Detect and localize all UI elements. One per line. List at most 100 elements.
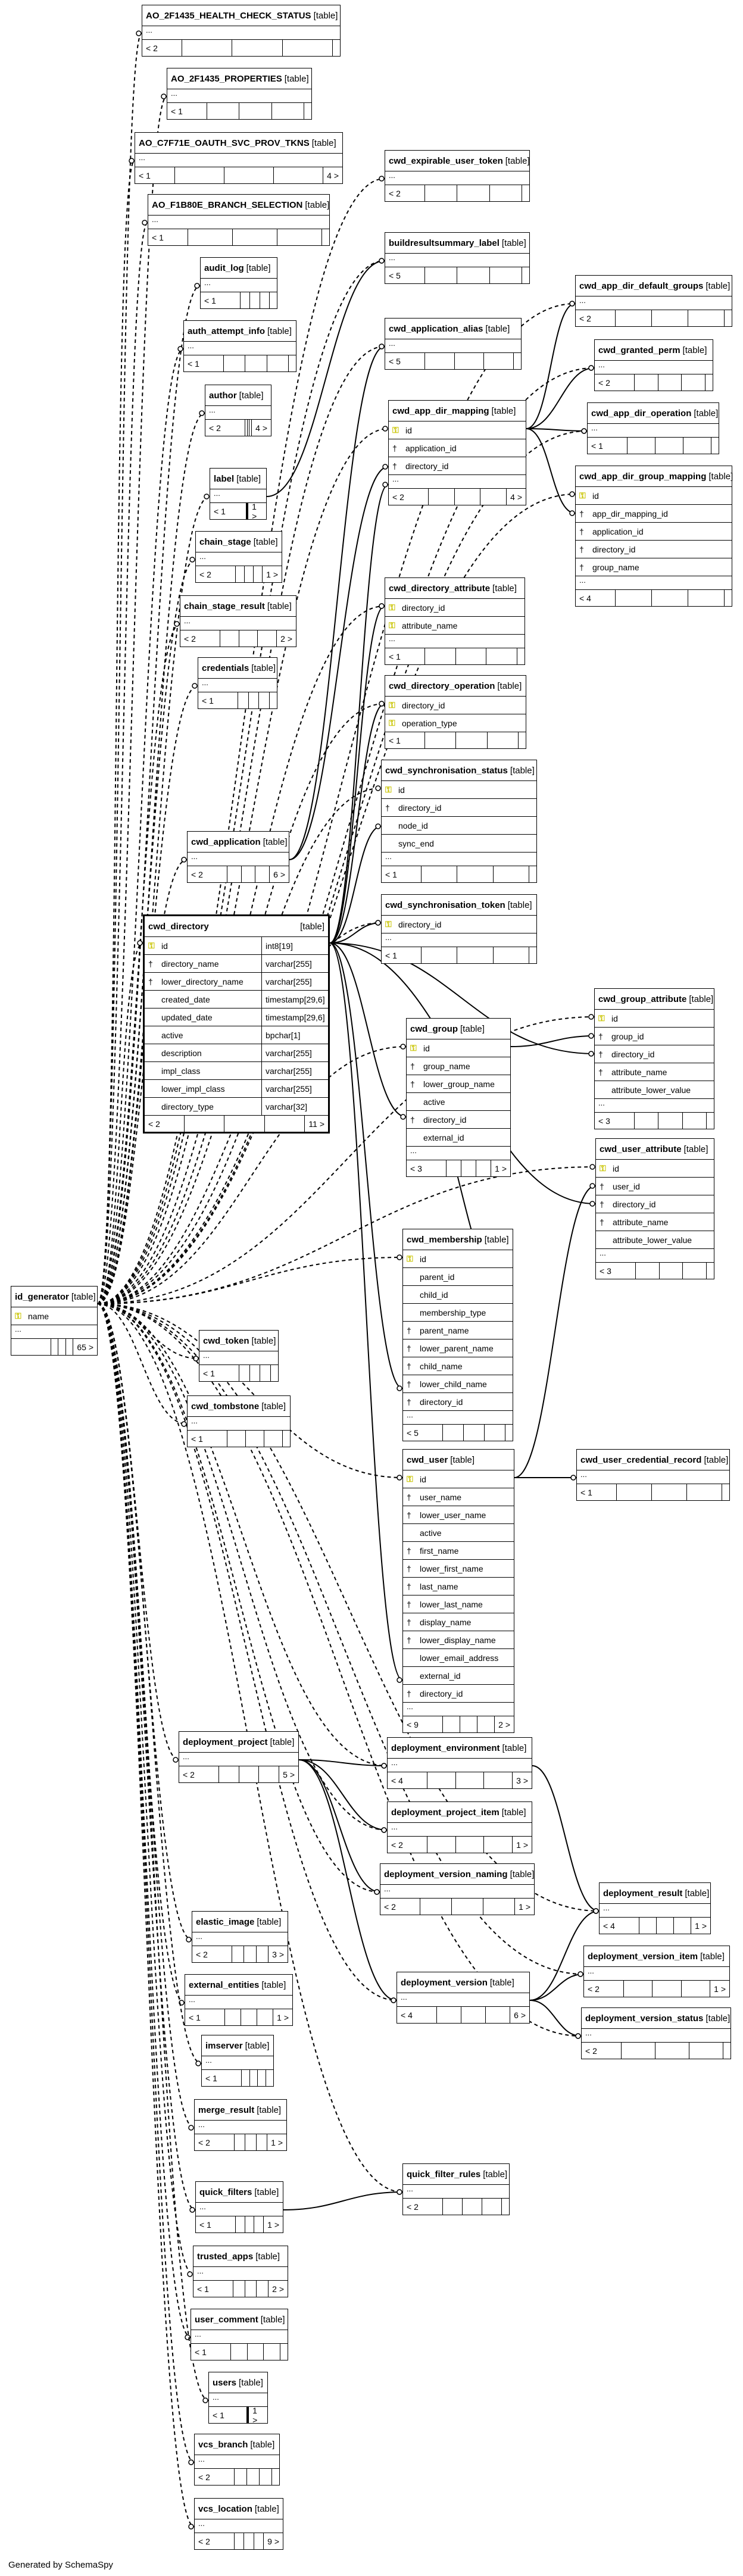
table-header[interactable]: merge_result[table]: [195, 2100, 286, 2121]
column-row[interactable]: ⚿directory_id: [385, 697, 526, 714]
table-header[interactable]: deployment_environment[table]: [388, 1738, 532, 1759]
column-row[interactable]: †lower_child_name: [403, 1375, 513, 1393]
table-cwd-directory-operation[interactable]: cwd_directory_operation[table]⚿directory…: [385, 675, 526, 749]
table-cwd-app-dir-default-groups[interactable]: cwd_app_dir_default_groups[table]...< 2: [575, 275, 732, 327]
table-cwd-group-attribute[interactable]: cwd_group_attribute[table]⚿id†group_id†d…: [594, 988, 714, 1129]
table-imserver[interactable]: imserver[table]...< 1: [201, 2035, 274, 2087]
table-header[interactable]: cwd_tombstone[table]: [188, 1396, 290, 1417]
table-header[interactable]: credentials[table]: [198, 658, 277, 679]
column-row[interactable]: †lower_user_name: [403, 1506, 514, 1524]
table-header[interactable]: deployment_version_item[table]: [584, 1946, 729, 1967]
table-ao-health[interactable]: AO_2F1435_HEALTH_CHECK_STATUS[table]...<…: [142, 5, 341, 57]
table-cwd-granted-perm[interactable]: cwd_granted_perm[table]...< 2: [594, 339, 713, 391]
table-header[interactable]: cwd_expirable_user_token[table]: [385, 151, 530, 171]
table-header[interactable]: cwd_application[table]: [188, 832, 289, 853]
table-user-comment[interactable]: user_comment[table]...< 1: [191, 2309, 288, 2360]
column-row[interactable]: †lower_last_name: [403, 1595, 514, 1613]
table-header[interactable]: cwd_app_dir_default_groups[table]: [576, 276, 732, 296]
table-header[interactable]: cwd_user[table]: [403, 1450, 514, 1470]
column-row[interactable]: child_id: [403, 1286, 513, 1304]
column-row[interactable]: membership_type: [403, 1304, 513, 1322]
table-cwd-group[interactable]: cwd_group[table]⚿id†group_name†lower_gro…: [406, 1018, 511, 1177]
column-row[interactable]: †directory_id: [596, 1195, 714, 1213]
table-header[interactable]: AO_C7F71E_OAUTH_SVC_PROV_TKNS[table]: [135, 133, 342, 154]
column-row[interactable]: †application_id: [389, 439, 526, 457]
table-header[interactable]: cwd_synchronisation_status[table]: [382, 760, 536, 781]
table-cwd-expirable-user-token[interactable]: cwd_expirable_user_token[table]...< 2: [385, 150, 530, 202]
table-quick-filter-rules[interactable]: quick_filter_rules[table]...< 2: [402, 2163, 510, 2215]
table-header[interactable]: cwd_membership[table]: [403, 1229, 513, 1250]
column-row[interactable]: †lower_group_name: [407, 1075, 510, 1093]
column-row[interactable]: †group_name: [407, 1057, 510, 1075]
table-header[interactable]: vcs_branch[table]: [195, 2434, 279, 2455]
column-row[interactable]: ⚿id: [407, 1039, 510, 1057]
table-header[interactable]: cwd_user_credential_record[table]: [577, 1450, 729, 1470]
table-audit-log[interactable]: audit_log[table]...< 1: [200, 257, 277, 309]
table-cwd-user-credential-record[interactable]: cwd_user_credential_record[table]...< 1: [576, 1449, 730, 1501]
column-row[interactable]: †lower_first_name: [403, 1560, 514, 1578]
table-header[interactable]: user_comment[table]: [191, 2309, 288, 2330]
table-cwd-sync-token[interactable]: cwd_synchronisation_token[table]⚿directo…: [381, 894, 537, 964]
column-row[interactable]: ⚿id: [596, 1160, 714, 1178]
table-header[interactable]: cwd_directory_operation[table]: [385, 676, 526, 697]
column-row[interactable]: ⚿id: [595, 1010, 714, 1028]
column-row[interactable]: external_id: [407, 1129, 510, 1147]
column-row[interactable]: †directory_id: [403, 1685, 514, 1703]
table-header[interactable]: cwd_directory_attribute[table]: [385, 578, 525, 599]
table-header[interactable]: deployment_result[table]: [600, 1883, 710, 1904]
column-row[interactable]: †directory_id: [576, 541, 732, 558]
column-row[interactable]: †attribute_name: [596, 1213, 714, 1231]
column-row[interactable]: †directory_id: [407, 1111, 510, 1129]
table-cwd-directory-attribute[interactable]: cwd_directory_attribute[table]⚿directory…: [385, 577, 525, 665]
column-row[interactable]: †app_dir_mapping_id: [576, 505, 732, 523]
column-row[interactable]: ⚿id: [576, 487, 732, 505]
column-row[interactable]: †group_name: [576, 558, 732, 576]
column-row[interactable]: attribute_lower_value: [595, 1081, 714, 1099]
table-buildresultsummary-label[interactable]: buildresultsummary_label[table]...< 5: [385, 232, 530, 284]
table-cwd-tombstone[interactable]: cwd_tombstone[table]...< 1: [187, 1395, 291, 1447]
table-header[interactable]: deployment_version_naming[table]: [380, 1864, 534, 1885]
column-row[interactable]: †directory_id: [403, 1393, 513, 1411]
table-header[interactable]: audit_log[table]: [201, 258, 277, 279]
column-row[interactable]: †application_id: [576, 523, 732, 541]
table-ao-props[interactable]: AO_2F1435_PROPERTIES[table]...< 1: [167, 68, 312, 120]
column-row[interactable]: ⚿directory_id: [385, 599, 525, 617]
table-cwd-application-alias[interactable]: cwd_application_alias[table]...< 5: [385, 318, 522, 370]
column-row[interactable]: †attribute_name: [595, 1063, 714, 1081]
table-header[interactable]: auth_attempt_info[table]: [184, 321, 296, 342]
table-header[interactable]: chain_stage_result[table]: [180, 596, 296, 617]
column-row[interactable]: †lower_parent_name: [403, 1339, 513, 1357]
column-row[interactable]: ⚿operation_type: [385, 714, 526, 732]
column-row[interactable]: sync_end: [382, 835, 536, 853]
table-auth-attempt[interactable]: auth_attempt_info[table]...< 1: [183, 320, 296, 372]
table-header[interactable]: trusted_apps[table]: [193, 2246, 288, 2267]
column-row[interactable]: †display_name: [403, 1613, 514, 1631]
table-header[interactable]: deployment_version_status[table]: [582, 2008, 730, 2029]
table-cwd-app-dir-group-mapping[interactable]: cwd_app_dir_group_mapping[table]⚿id†app_…: [575, 466, 733, 607]
table-header[interactable]: cwd_token[table]: [199, 1331, 278, 1351]
column-row[interactable]: ⚿id: [382, 781, 536, 799]
table-header[interactable]: deployment_project_item[table]: [388, 1802, 532, 1823]
table-header[interactable]: cwd_synchronisation_token[table]: [382, 895, 536, 916]
